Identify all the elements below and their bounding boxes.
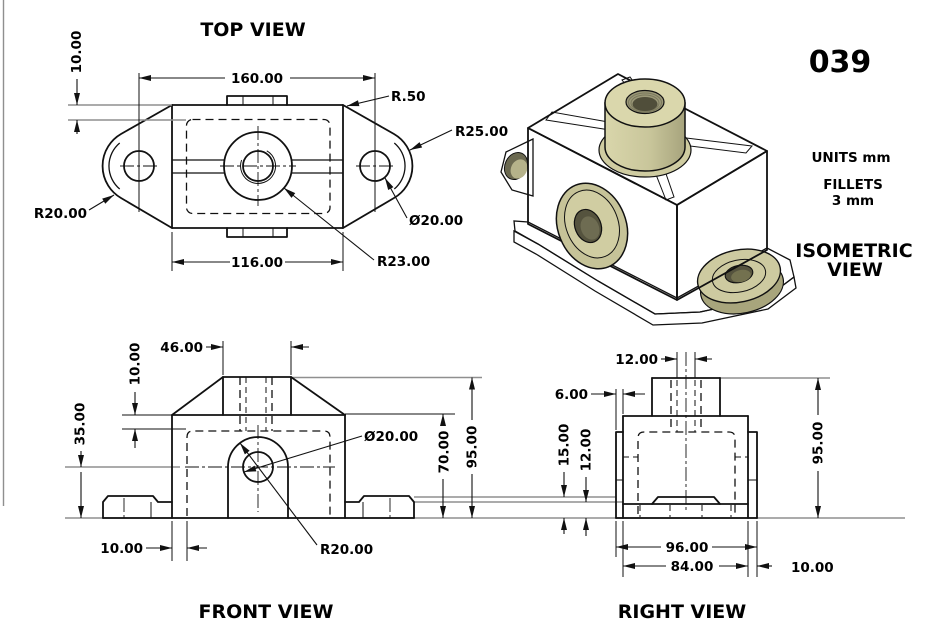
right-dim-6: 6.00 <box>555 387 588 403</box>
top-dim-116: 116.00 <box>231 255 283 271</box>
top-dim-r23: R23.00 <box>377 254 430 270</box>
top-dim-r20: R20.00 <box>34 206 87 222</box>
top-view-title: TOP VIEW <box>200 19 305 41</box>
front-view-geometry <box>102 376 415 519</box>
top-view-geometry <box>101 95 414 238</box>
right-view-geometry <box>615 352 758 519</box>
units-note: UNITS mm <box>811 150 890 166</box>
front-view-title: FRONT VIEW <box>199 601 334 623</box>
front-dim-base10: 10.00 <box>100 541 143 557</box>
top-view-dimensions: 10.00 160.00 116.00 R.50 R25.00 R20.00 Ø… <box>34 31 508 271</box>
isometric-part <box>500 73 797 326</box>
sheet-notes: 039 UNITS mm FILLETS 3 mm <box>809 45 891 209</box>
right-dim-15: 15.00 <box>557 424 573 467</box>
right-dim-95: 95.00 <box>811 422 827 465</box>
isometric-view: ISOMETRIC VIEW <box>500 73 913 326</box>
front-dim-r20: R20.00 <box>320 542 373 558</box>
front-dim-35: 35.00 <box>73 403 89 446</box>
right-view: RIGHT VIEW <box>555 352 834 623</box>
front-view-dimensions: 46.00 10.00 35.00 Ø20.00 R20.00 10.00 <box>73 340 481 561</box>
right-dim-12flange: 12.00 <box>579 429 595 472</box>
front-view: FRONT VIEW <box>73 340 481 623</box>
top-dim-r25: R25.00 <box>455 124 508 140</box>
isometric-title-line2: VIEW <box>827 259 883 281</box>
top-dim-dia20: Ø20.00 <box>409 213 463 229</box>
top-dim-160: 160.00 <box>231 71 283 87</box>
isometric-title-line1: ISOMETRIC <box>795 240 912 262</box>
top-dim-r50: R.50 <box>391 89 426 105</box>
fillets-note-line2: 3 mm <box>832 193 874 209</box>
right-dim-96: 96.00 <box>666 540 709 556</box>
right-dim-12top: 12.00 <box>615 352 658 368</box>
top-dim-10: 10.00 <box>69 31 85 74</box>
front-dim-46: 46.00 <box>160 340 203 356</box>
front-dim-roof10: 10.00 <box>128 343 144 386</box>
top-view: TOP VIEW <box>34 19 508 271</box>
right-view-dimensions: 12.00 6.00 15.00 12.00 95.00 96.00 <box>555 352 834 577</box>
drawing-number: 039 <box>809 45 872 80</box>
right-view-title: RIGHT VIEW <box>618 601 747 623</box>
projection-lines <box>65 376 905 519</box>
front-dim-dia20: Ø20.00 <box>364 429 418 445</box>
front-dim-70: 70.00 <box>437 431 453 474</box>
front-dim-95: 95.00 <box>465 426 481 469</box>
fillets-note-line1: FILLETS <box>823 177 883 193</box>
right-dim-84: 84.00 <box>671 559 714 575</box>
right-dim-10: 10.00 <box>791 560 834 576</box>
